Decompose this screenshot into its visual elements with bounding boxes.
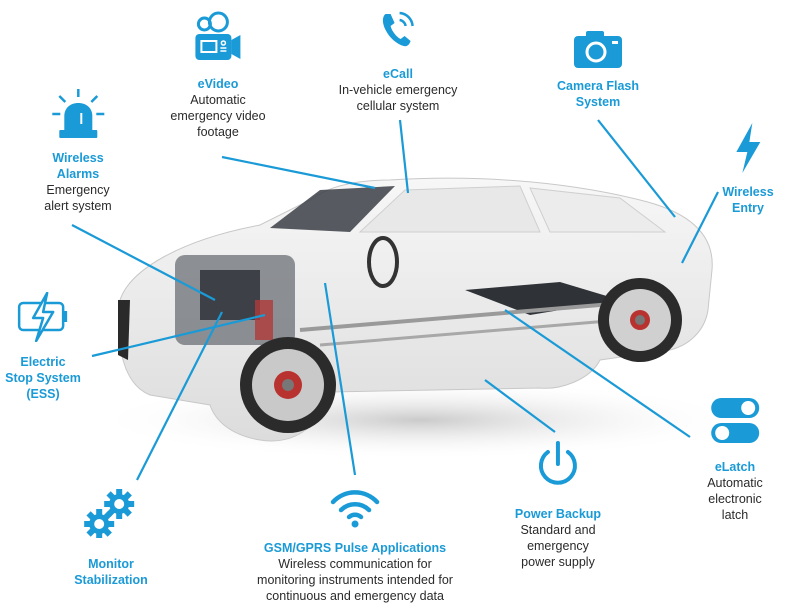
feature-title: eCall <box>383 67 413 81</box>
feature-title: Stop System <box>5 371 81 385</box>
feature-title: Alarms <box>56 167 100 181</box>
feature-title: Electric <box>20 355 66 369</box>
power-icon <box>539 441 577 485</box>
feature-title: eLatch <box>714 460 756 474</box>
feature-elatch: eLatch Automatic electronic latch <box>707 396 763 523</box>
feature-desc-line: Automatic <box>190 93 246 107</box>
feature-desc-line: continuous and emergency data <box>266 589 444 603</box>
feature-desc-line: latch <box>721 508 749 522</box>
feature-gsm-gprs: GSM/GPRS Pulse Applications Wireless com… <box>257 488 453 604</box>
feature-power-backup: Power Backup Standard and emergency powe… <box>515 440 601 570</box>
feature-evideo: eVideo Automatic emergency video footage <box>170 10 266 140</box>
feature-title: Wireless <box>52 151 104 165</box>
feature-camera-flash: Camera Flash System <box>557 28 639 110</box>
wifi-icon <box>330 490 380 528</box>
feature-desc-line: footage <box>197 125 239 139</box>
feature-desc-line: In-vehicle emergency <box>338 83 458 97</box>
feature-title: Wireless <box>722 185 774 199</box>
feature-desc-line: monitoring instruments intended for <box>257 573 453 587</box>
feature-title: eVideo <box>197 77 239 91</box>
feature-desc-line: emergency video <box>170 109 266 123</box>
feature-desc-line: alert system <box>44 199 112 213</box>
toggle-switch-icon <box>711 398 759 443</box>
feature-wireless-entry: Wireless Entry <box>722 122 774 216</box>
feature-title: System <box>575 95 621 109</box>
feature-desc-line: Wireless communication for <box>278 557 432 571</box>
feature-monitor-stabilization: Monitor Stabilization <box>74 488 148 588</box>
feature-title: Monitor <box>88 557 134 571</box>
lightning-bolt-icon <box>736 123 760 173</box>
feature-desc-line: power supply <box>521 555 595 569</box>
gears-icon <box>84 489 134 538</box>
feature-ess: Electric Stop System (ESS) <box>5 292 81 402</box>
feature-title: Camera Flash <box>557 79 639 93</box>
feature-title: Stabilization <box>74 573 148 587</box>
feature-title: GSM/GPRS Pulse Applications <box>263 541 447 555</box>
feature-desc-line: Automatic <box>707 476 763 490</box>
feature-title: (ESS) <box>26 387 60 401</box>
phone-call-icon <box>383 11 415 47</box>
feature-desc-line: cellular system <box>356 99 440 113</box>
feature-wireless-alarms: Wireless Alarms Emergency alert system <box>44 88 112 214</box>
feature-desc-line: emergency <box>527 539 589 553</box>
feature-desc-line: Emergency <box>46 183 110 197</box>
feature-desc-line: Standard and <box>520 523 596 537</box>
camera-icon <box>573 31 622 68</box>
siren-icon <box>51 89 104 138</box>
feature-desc-line: electronic <box>708 492 762 506</box>
feature-ecall: eCall In-vehicle emergency cellular syst… <box>338 8 458 114</box>
feature-title: Power Backup <box>514 507 602 521</box>
battery-charging-icon <box>17 292 67 342</box>
feature-title: Entry <box>732 201 764 215</box>
leader-lines <box>71 119 719 481</box>
video-camera-icon <box>194 11 240 60</box>
